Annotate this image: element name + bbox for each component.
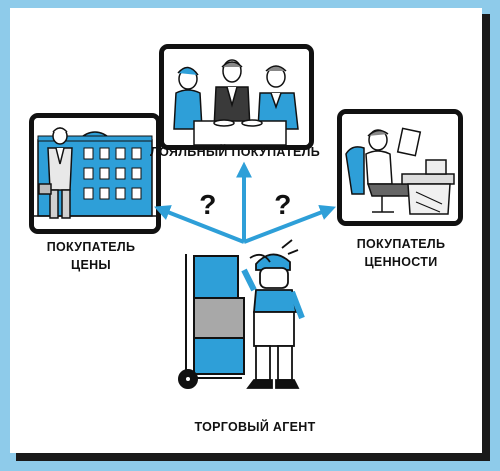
loyal-buyer-label: ЛОЯЛЬНЫЙ ПОКУПАТЕЛЬ (150, 145, 321, 159)
value-buyer-label: ПОКУПАТЕЛЬ ЦЕННОСТИ (346, 235, 456, 271)
hand-truck-icon (178, 254, 245, 389)
building-icon (34, 118, 156, 229)
confused-agent-icon (241, 239, 305, 389)
price-buyer-frame (29, 113, 161, 234)
restaurant-scene-icon (164, 49, 309, 145)
question-mark-right: ? (274, 189, 292, 220)
value-buyer-label-line2: ЦЕННОСТИ (364, 255, 438, 269)
arrow-to-value-buyer (243, 204, 336, 244)
businessman-figure (38, 127, 73, 219)
price-buyer-label-line2: ЦЕНЫ (71, 258, 111, 272)
price-buyer-label-line1: ПОКУПАТЕЛЬ (46, 240, 136, 254)
value-buyer-label-line1: ПОКУПАТЕЛЬ (356, 237, 446, 251)
office-scene-icon (342, 114, 458, 221)
sales-agent-label: ТОРГОВЫЙ АГЕНТ (194, 420, 316, 434)
value-buyer-frame (337, 109, 463, 226)
arrow-to-price-buyer (154, 205, 245, 244)
question-mark-left: ? (199, 189, 217, 220)
price-buyer-label: ПОКУПАТЕЛЬ ЦЕНЫ (36, 238, 146, 274)
loyal-buyer-frame (159, 44, 314, 150)
